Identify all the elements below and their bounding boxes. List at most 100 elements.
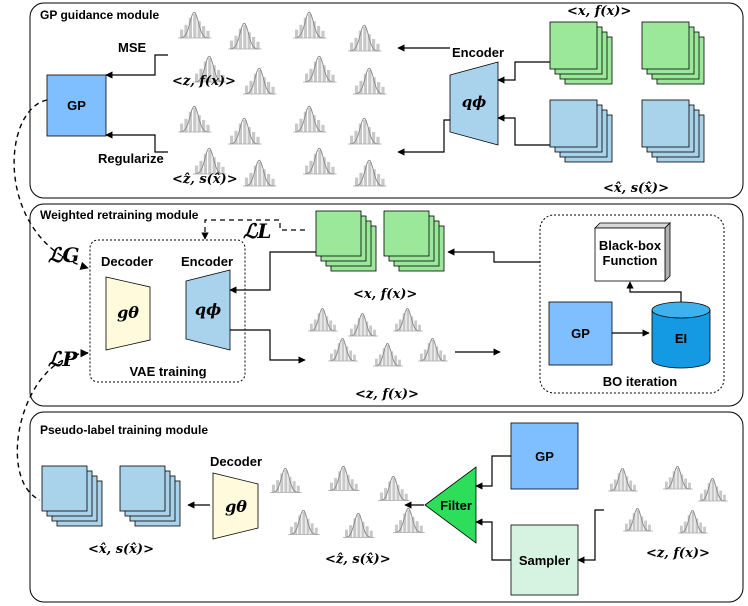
z-to-sampler-arrow (577, 509, 604, 564)
histogram-bar (368, 70, 372, 94)
histogram-bar (419, 525, 423, 533)
distribution-curve (419, 337, 446, 362)
distribution-curve (609, 467, 636, 492)
histogram-bar (247, 127, 251, 144)
latent-histogram (228, 117, 262, 145)
filter-label: Filter (440, 498, 472, 513)
data-sample-card (119, 465, 166, 512)
latent-histogram (678, 509, 708, 534)
histogram-bar (338, 471, 342, 491)
histogram-bar (197, 21, 201, 38)
histogram-bar (395, 323, 398, 331)
z-fx-label: <z, f(x)> (172, 74, 236, 89)
distribution-curve (244, 159, 275, 187)
histogram-bar (684, 478, 688, 489)
data-stack-xhat (549, 99, 613, 163)
pseudo-label-title: Pseudo-label training module (40, 423, 208, 437)
histogram-bar (363, 165, 367, 186)
histogram-bar (318, 58, 322, 82)
histogram-bar (699, 522, 703, 533)
histogram-bar (284, 470, 288, 493)
histogram-bar (195, 165, 199, 174)
latent-histogram (698, 477, 728, 502)
histogram-bar (414, 320, 418, 331)
pl-decoder-label: Decoder (210, 454, 262, 469)
histogram-bar (331, 166, 335, 174)
histogram-bar (334, 478, 338, 491)
distribution-curve (304, 55, 335, 83)
x-to-vae-arrow (229, 251, 316, 294)
pl-zhat-shat-label: <ẑ, s(x̂)> (325, 552, 391, 567)
histogram-bar (411, 516, 415, 533)
bo-iteration-box (539, 214, 725, 394)
histogram-bar (342, 468, 346, 491)
histogram-bar (280, 473, 284, 493)
histogram-bar (262, 77, 266, 94)
histogram-bar (310, 323, 313, 331)
histogram-bar (404, 493, 408, 501)
histogram-bar (368, 162, 372, 186)
vae-encoder-trapezoid (185, 269, 231, 351)
histogram-bar (199, 68, 203, 82)
latent-histogram (663, 465, 693, 490)
histogram-bar (683, 521, 687, 533)
histogram-bar (292, 481, 296, 493)
histogram-bar (443, 354, 446, 361)
histogram-bar (372, 77, 376, 94)
histogram-bar (680, 474, 684, 489)
histogram-bar (359, 172, 363, 186)
histogram-bar (355, 85, 359, 94)
ei-cylinder-top (651, 301, 711, 319)
bo-iteration-label: BO iteration (603, 374, 677, 389)
histogram-bar (610, 483, 613, 491)
gp-to-filter-arrow (475, 455, 511, 490)
histogram-bar (372, 39, 376, 51)
histogram-bar (376, 136, 380, 144)
histogram-bar (296, 485, 300, 493)
histogram-bar (312, 115, 316, 132)
latent-histogram (343, 512, 375, 538)
histogram-bar (381, 178, 385, 186)
histogram-bar (617, 473, 621, 491)
histogram-bar (372, 169, 376, 186)
histogram-bar (321, 310, 325, 331)
data-stack-x (641, 21, 705, 85)
histogram-bar (203, 61, 207, 82)
histogram-bar (230, 135, 234, 144)
distribution-curve (329, 337, 356, 362)
data-sample-card (549, 99, 598, 148)
histogram-bar (357, 318, 361, 336)
histogram-bar (345, 529, 348, 538)
histogram-bar (357, 515, 361, 538)
data-stack-xhat (641, 99, 705, 163)
pl-decoder-trapezoid (212, 472, 259, 540)
histogram-bar (688, 482, 691, 489)
latent-histogram-group (178, 11, 387, 95)
histogram-bar (305, 73, 309, 82)
histogram-bar (317, 26, 321, 38)
histogram-bar (184, 118, 188, 132)
latent-histogram (293, 11, 327, 39)
histogram-bar (217, 70, 221, 82)
histogram-bar (349, 525, 353, 538)
lp-dashed-link (16, 349, 89, 501)
histogram-bar (384, 488, 388, 501)
histogram-bar (252, 37, 256, 49)
histogram-bar (180, 29, 184, 38)
weighted-retraining-title: Weighted retraining module (40, 208, 199, 222)
gp-guidance-module-frame (29, 2, 744, 199)
pl-xhat-shat-label: <x̂, s(x̂)> (88, 542, 154, 557)
data-sample-card (641, 21, 690, 70)
latent-histogram (193, 55, 227, 83)
histogram-bar (361, 521, 365, 538)
histogram-bar (208, 58, 212, 82)
latent-histogram (308, 307, 338, 332)
histogram-bar (613, 479, 617, 491)
histogram-bar (365, 321, 369, 336)
data-sample-card (549, 21, 598, 70)
histogram-bar (350, 135, 354, 144)
histogram-bar (378, 354, 382, 366)
histogram-bar (375, 358, 378, 366)
lg-dashed-link (13, 99, 89, 270)
data-sample-card (315, 210, 362, 257)
